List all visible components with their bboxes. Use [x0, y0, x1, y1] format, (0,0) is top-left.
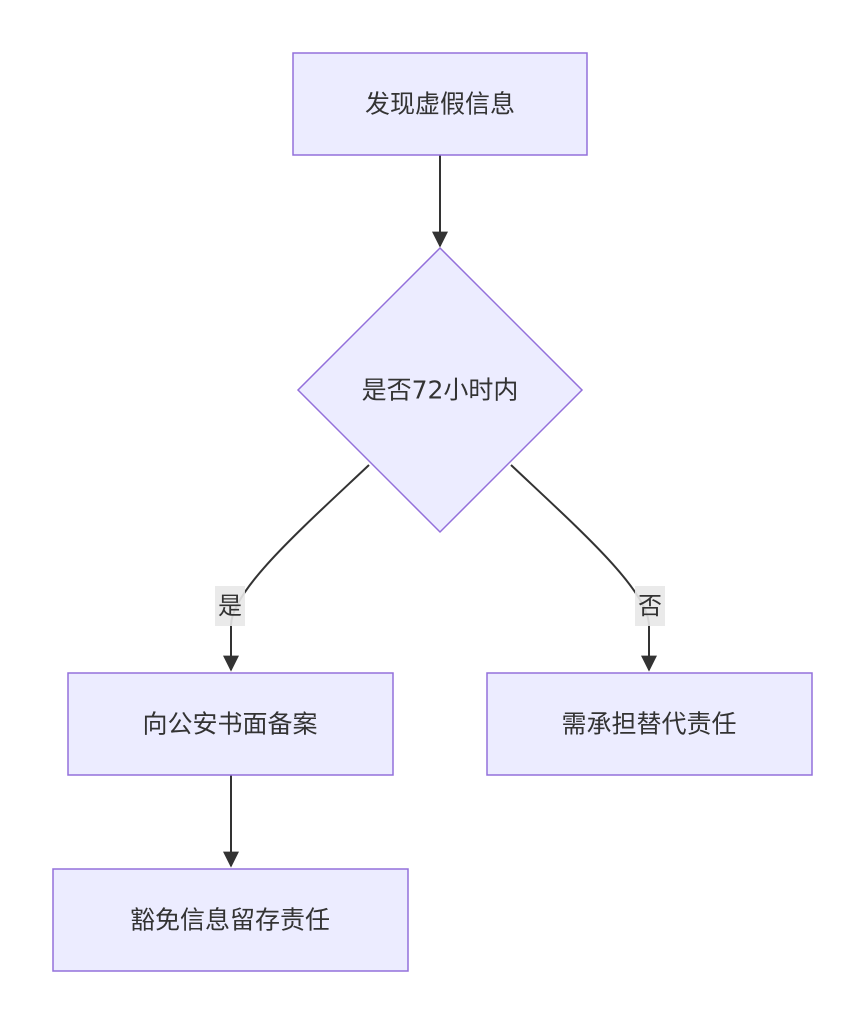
- node-decision-label: 是否72小时内: [362, 376, 519, 405]
- node-exempt-box: [52, 868, 409, 972]
- node-report-label: 向公安书面备案: [142, 710, 317, 739]
- node-exempt-retention: 豁免信息留存责任: [52, 868, 409, 972]
- edge-label-no-text: 否: [638, 592, 662, 620]
- edge-label-yes-text: 是: [218, 592, 242, 620]
- edge-decision-to-report: [223, 464, 370, 672]
- node-bear-liability: 需承担替代责任: [486, 672, 813, 776]
- node-liable-label: 需承担替代责任: [561, 710, 736, 739]
- edge-decision-to-liable: [510, 464, 657, 672]
- node-report-box: [67, 672, 394, 776]
- node-discover-label: 发现虚假信息: [365, 90, 515, 119]
- edge-label-yes-bg: [215, 586, 245, 626]
- node-decision-within-72h: 是否72小时内: [296, 246, 584, 534]
- node-report-to-police: 向公安书面备案: [67, 672, 394, 776]
- edge-label-no-bg: [635, 586, 665, 626]
- node-discover-false-info: 发现虚假信息: [292, 52, 588, 156]
- edge-label-yes: 是: [215, 586, 245, 626]
- node-decision-diamond: [296, 246, 584, 534]
- node-liable-box: [486, 672, 813, 776]
- node-discover-box: [292, 52, 588, 156]
- node-exempt-label: 豁免信息留存责任: [130, 906, 330, 935]
- edge-label-no: 否: [635, 586, 665, 626]
